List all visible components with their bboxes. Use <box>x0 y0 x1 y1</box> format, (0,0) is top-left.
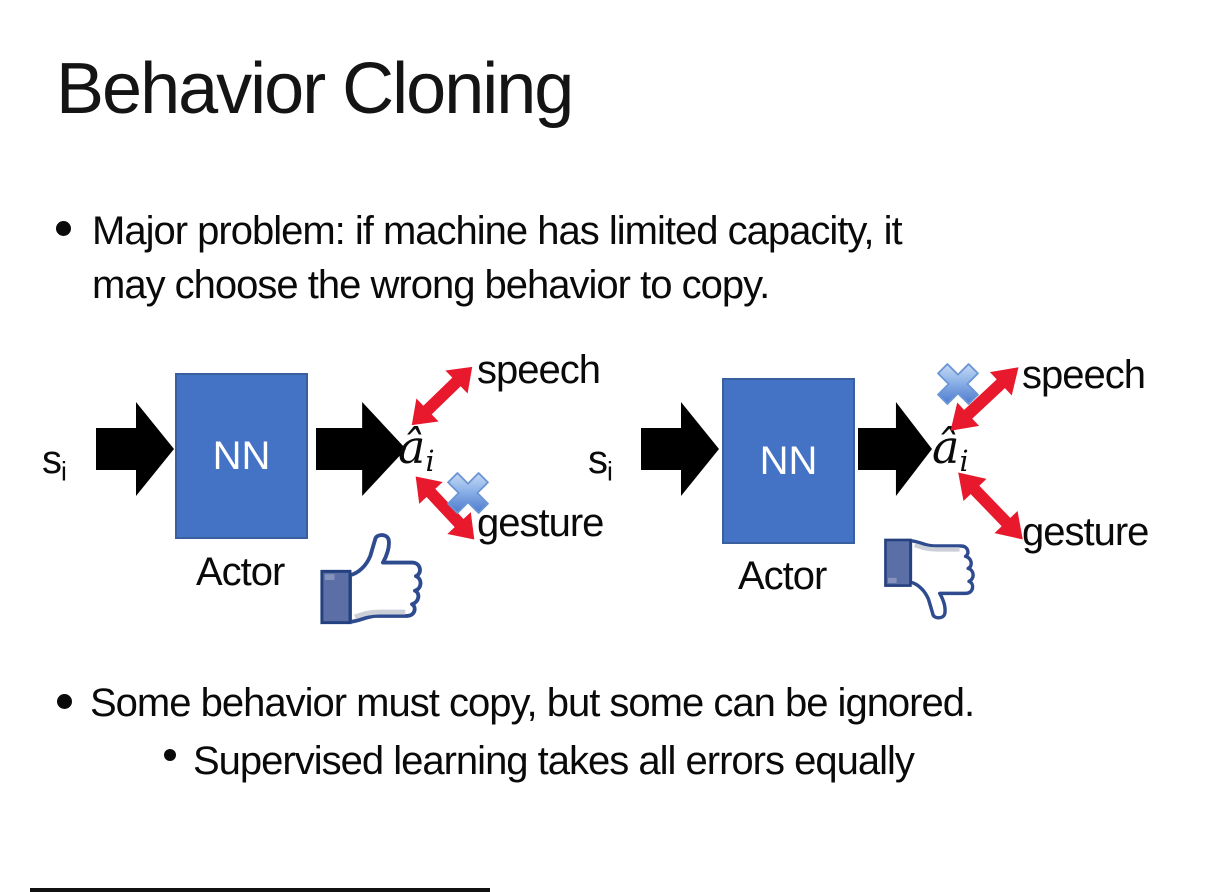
right-gesture-arrow-icon <box>958 472 1023 540</box>
left-gesture-label: gesture <box>477 501 604 545</box>
left-output-arrow-icon <box>316 402 406 496</box>
right-speech-label: speech <box>1022 353 1146 397</box>
bullet-dot <box>56 221 71 236</box>
right-input-sub: i <box>607 456 613 487</box>
left-speech-label: speech <box>477 348 601 392</box>
left-nn-box: NN <box>175 373 308 539</box>
right-output-label: âi <box>932 424 969 477</box>
left-input-arrow-icon <box>96 402 174 496</box>
bullet-sub-1: Supervised learning takes all errors equ… <box>193 739 915 783</box>
right-gesture-label: gesture <box>1022 510 1149 554</box>
right-nn-box: NN <box>722 378 855 544</box>
right-nn-label: NN <box>759 438 818 483</box>
left-actor-label: Actor <box>196 550 285 594</box>
right-input-base: s <box>588 438 608 482</box>
left-output-base: â <box>398 420 426 474</box>
right-cross-out-icon <box>937 363 979 405</box>
right-output-sub: i <box>959 444 969 478</box>
left-input-base: s <box>42 438 62 482</box>
left-nn-label: NN <box>212 433 271 478</box>
bottom-bar <box>30 888 490 892</box>
right-input-arrow-icon <box>641 402 719 496</box>
thumbs-up-icon <box>320 533 423 625</box>
bullet-main-2: Some behavior must copy, but some can be… <box>90 681 975 725</box>
right-output-arrow-icon <box>858 402 932 496</box>
left-gesture-arrow-icon <box>415 476 475 540</box>
slide-title: Behavior Cloning <box>56 49 574 129</box>
right-output-base: â <box>932 420 960 474</box>
left-speech-arrow-icon <box>411 366 473 426</box>
left-cross-out-icon <box>447 472 489 514</box>
thumbs-down-icon <box>884 538 975 620</box>
left-output-label: âi <box>398 424 435 477</box>
left-input-sub: i <box>61 456 67 487</box>
bullet-dot <box>57 694 72 709</box>
right-input-label: si <box>588 440 613 485</box>
sub-bullet-dot <box>164 749 176 761</box>
right-actor-label: Actor <box>738 554 827 598</box>
left-output-sub: i <box>425 444 435 478</box>
left-input-label: si <box>42 440 67 485</box>
right-speech-arrow-icon <box>950 367 1019 431</box>
bullet-main-1: Major problem: if machine has limited ca… <box>92 209 903 307</box>
